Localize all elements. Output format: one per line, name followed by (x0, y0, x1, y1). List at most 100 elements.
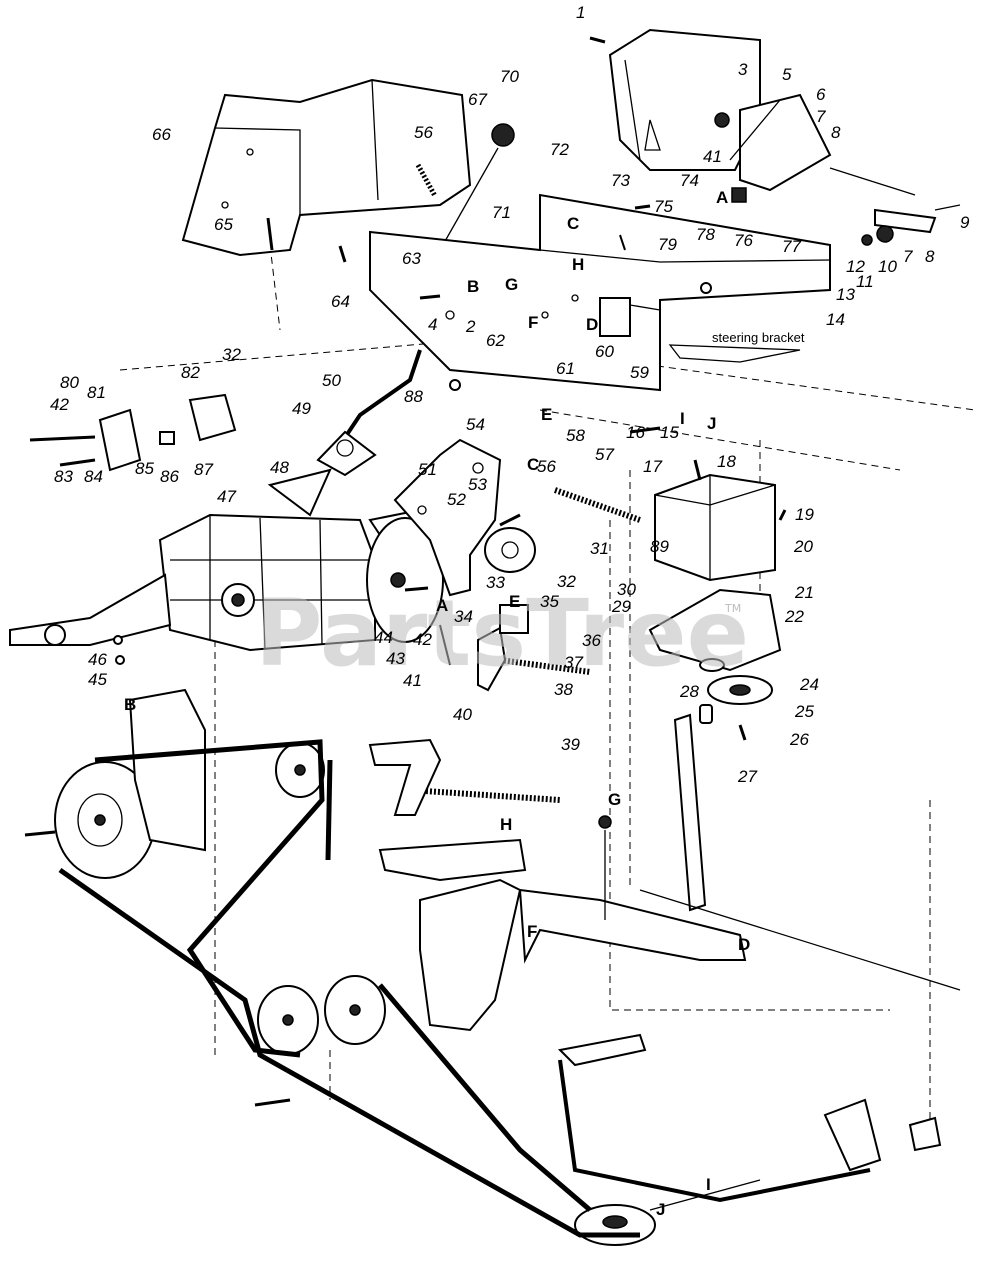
callout-37: 37 (564, 653, 583, 672)
shift-lever (316, 349, 422, 477)
callout-86: 86 (160, 467, 179, 486)
steering-bracket-note: steering bracket (712, 330, 805, 345)
ref-letter-i: I (680, 409, 685, 428)
ref-letter-c: C (527, 455, 539, 474)
callout-9: 9 (960, 213, 970, 232)
callout-19: 19 (795, 505, 814, 524)
callout-8: 8 (831, 123, 841, 142)
ref-letter-f: F (527, 922, 537, 941)
callout-29: 29 (611, 597, 631, 616)
callout-74: 74 (680, 171, 699, 190)
ref-letter-e: E (541, 405, 552, 424)
callout-71: 71 (492, 203, 511, 222)
ref-letter-j: J (656, 1200, 665, 1219)
callout-36: 36 (582, 631, 601, 650)
callout-66: 66 (152, 125, 171, 144)
callout-33: 33 (486, 573, 505, 592)
watermark: PartsTree (255, 580, 749, 687)
callout-27: 27 (737, 767, 757, 786)
callout-83: 83 (54, 467, 73, 486)
callout-5: 5 (782, 65, 792, 84)
callout-73: 73 (611, 171, 630, 190)
callout-75: 75 (654, 197, 673, 216)
callout-56: 56 (537, 457, 556, 476)
callout-13: 13 (836, 285, 855, 304)
callout-28: 28 (679, 682, 699, 701)
callout-51: 51 (418, 460, 437, 479)
throttle-knob (439, 123, 515, 251)
callout-16: 16 (626, 423, 645, 442)
dash-housing (608, 28, 916, 203)
callout-6: 6 (816, 85, 826, 104)
callout-77: 77 (782, 237, 801, 256)
callout-59: 59 (630, 363, 649, 382)
callout-40: 40 (453, 705, 472, 724)
callout-39: 39 (561, 735, 580, 754)
ref-letter-h: H (572, 255, 584, 274)
callout-32: 32 (222, 345, 241, 364)
mower-pulley (574, 1204, 656, 1246)
callout-44: 44 (374, 628, 393, 647)
callout-46: 46 (88, 650, 107, 669)
callout-31: 31 (590, 539, 609, 558)
ref-letter-g: G (505, 275, 518, 294)
brake-disc (366, 517, 444, 643)
callout-64: 64 (331, 292, 350, 311)
callout-42: 42 (413, 630, 432, 649)
callout-79: 79 (658, 235, 677, 254)
callout-72: 72 (550, 140, 569, 159)
ref-letter-e: E (509, 592, 520, 611)
callout-22: 22 (784, 607, 804, 626)
callout-80: 80 (60, 373, 79, 392)
callout-21: 21 (794, 583, 814, 602)
dash-shroud (181, 78, 472, 257)
callout-88: 88 (404, 387, 423, 406)
callout-42: 42 (50, 395, 69, 414)
callout-60: 60 (595, 342, 614, 361)
hardware (24, 36, 787, 1107)
callout-87: 87 (194, 460, 213, 479)
lift-rod (557, 1033, 942, 1211)
callout-18: 18 (717, 452, 736, 471)
callout-17: 17 (643, 457, 662, 476)
callout-3: 3 (738, 60, 748, 79)
callout-32: 32 (557, 572, 576, 591)
callout-89: 89 (650, 537, 669, 556)
callout-41: 41 (403, 671, 422, 690)
callout-8: 8 (925, 247, 935, 266)
callout-7: 7 (816, 107, 826, 126)
callout-52: 52 (447, 490, 466, 509)
steering-arm (861, 204, 961, 246)
callout-57: 57 (595, 445, 614, 464)
callout-15: 15 (660, 423, 679, 442)
ref-letter-b: B (124, 695, 136, 714)
ref-letter-a: A (716, 188, 728, 207)
callout-4: 4 (428, 315, 437, 334)
callout-81: 81 (87, 383, 106, 402)
bracket-box (654, 473, 776, 582)
ref-letter-g: G (608, 790, 621, 809)
ref-letter-d: D (586, 315, 598, 334)
callout-61: 61 (556, 359, 575, 378)
brake-bracket (393, 438, 502, 597)
brake-caliper (484, 527, 536, 573)
ref-letter-c: C (567, 214, 579, 233)
lift-lever (673, 704, 713, 912)
springs (409, 487, 641, 803)
callout-85: 85 (135, 459, 154, 478)
ref-letter-a: A (436, 596, 448, 615)
engine-pulley (54, 688, 206, 879)
callout-54: 54 (466, 415, 485, 434)
ref-letter-f: F (528, 313, 538, 332)
callout-67: 67 (468, 90, 487, 109)
transmission (9, 508, 432, 652)
callout-41: 41 (703, 147, 722, 166)
callout-38: 38 (554, 680, 573, 699)
ref-letter-h: H (500, 815, 512, 834)
callout-82: 82 (181, 363, 200, 382)
callout-24: 24 (799, 675, 819, 694)
callout-47: 47 (217, 487, 236, 506)
callout-7: 7 (903, 247, 913, 266)
